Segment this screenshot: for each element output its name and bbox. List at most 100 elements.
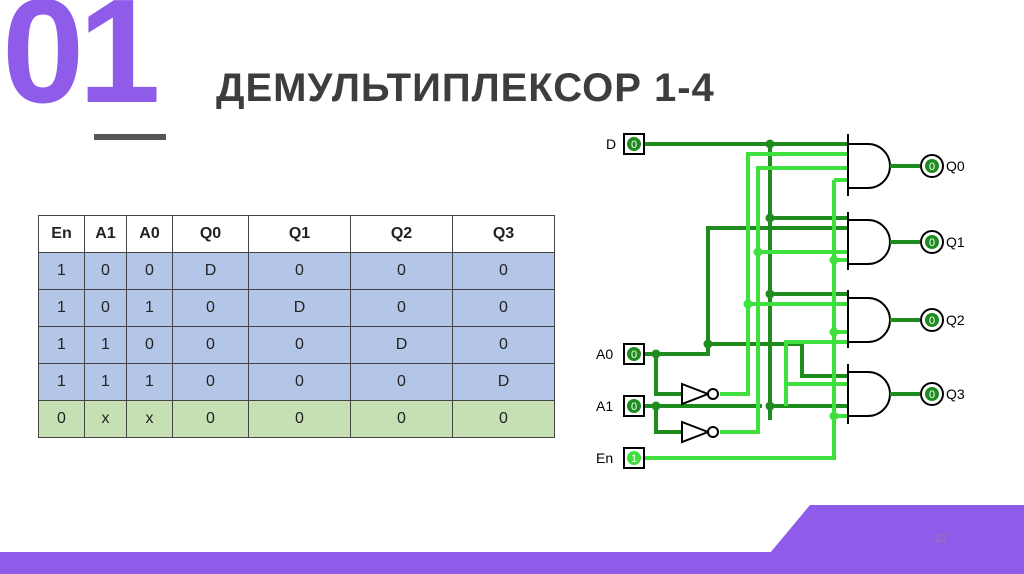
truth-table-cell: D (350, 326, 453, 364)
truth-table-cell: x (84, 400, 127, 438)
junction-dot (743, 299, 753, 309)
junction-dot (829, 255, 839, 265)
truth-table-cell: 1 (38, 289, 85, 327)
output-pin-q3: 0 Q3 (920, 382, 965, 406)
output-q3-label: Q3 (946, 386, 965, 402)
header-q1: Q1 (248, 215, 351, 253)
title-underline-bar (94, 134, 166, 140)
truth-table-header-row: En A1 A0 Q0 Q1 Q2 Q3 (38, 215, 555, 253)
truth-table-cell: 0 (172, 326, 249, 364)
junction-dot (829, 327, 839, 337)
output-q2-value: 0 (929, 315, 935, 327)
truth-table-cell: 1 (84, 326, 127, 364)
and-gate-q0 (847, 143, 891, 189)
output-q1-value: 0 (929, 237, 935, 249)
header-a0: A0 (126, 215, 173, 253)
truth-table-cell: D (172, 252, 249, 290)
and-gate-q3 (847, 371, 891, 417)
truth-table-cell: 1 (84, 363, 127, 401)
truth-table-cell: 0 (84, 252, 127, 290)
output-pin-q0: 0 Q0 (920, 154, 965, 178)
truth-table-cell: 1 (126, 289, 173, 327)
junction-dot (829, 411, 839, 421)
input-d-value: 0 (631, 139, 637, 151)
wire-a0 (642, 226, 848, 356)
header-q0: Q0 (172, 215, 249, 253)
junction-dot (703, 339, 713, 349)
input-pin-a1[interactable]: 0 A1 (596, 395, 645, 417)
truth-table-cell: 0 (248, 363, 351, 401)
wire-a0-to-not (654, 354, 682, 396)
input-a0-label: A0 (596, 346, 613, 362)
demux-circuit-diagram: 0 D 0 A0 0 A1 1 En 0 Q0 (596, 133, 965, 469)
header-q2: Q2 (350, 215, 453, 253)
footer-bar (0, 552, 1024, 574)
truth-table-cell: 0 (172, 363, 249, 401)
truth-table-cell: 0 (172, 289, 249, 327)
truth-table-cell: 0 (452, 400, 555, 438)
slide-number-big: 01 (2, 0, 161, 134)
output-pin-q2: 0 Q2 (920, 308, 965, 332)
input-a1-label: A1 (596, 398, 613, 414)
input-pin-a0[interactable]: 0 A0 (596, 343, 645, 365)
truth-table-cell: 0 (350, 363, 453, 401)
truth-table-cell: 0 (126, 252, 173, 290)
wire-en (642, 260, 836, 460)
wire-not-a1 (720, 166, 848, 434)
page-number: 10 (934, 533, 947, 545)
output-q0-label: Q0 (946, 158, 965, 174)
junction-dot (765, 401, 775, 411)
input-pin-en[interactable]: 1 En (596, 447, 645, 469)
truth-table-cell: D (452, 363, 555, 401)
truth-table-cell: x (126, 400, 173, 438)
truth-table-cell: 0 (452, 289, 555, 327)
truth-table-cell: 0 (248, 326, 351, 364)
truth-table-cell: 1 (38, 252, 85, 290)
not-gate-a1 (681, 420, 711, 444)
input-a1-value: 0 (631, 401, 637, 413)
and-gate-q2 (847, 297, 891, 343)
truth-table-cell: 0 (38, 400, 85, 438)
truth-table-cell: 0 (350, 289, 453, 327)
truth-table-cell: 0 (248, 400, 351, 438)
junction-dot (765, 289, 775, 299)
input-d-label: D (606, 136, 616, 152)
junction-dot (753, 247, 763, 257)
truth-table-cell: 0 (452, 252, 555, 290)
junction-dot (765, 213, 775, 223)
truth-table-cell: 0 (350, 252, 453, 290)
wire-not-a0 (720, 152, 848, 396)
input-a0-value: 0 (631, 349, 637, 361)
not-gate-a0 (681, 382, 711, 406)
not-gate-a1-bubble (707, 426, 719, 438)
junction-dot (765, 139, 775, 149)
wire-a1-to-not (654, 406, 682, 434)
truth-table-cell: 0 (172, 400, 249, 438)
truth-table-cell: 0 (350, 400, 453, 438)
truth-table-cell: 0 (452, 326, 555, 364)
junction-dot (651, 401, 661, 411)
footer-decoration (770, 505, 1024, 553)
truth-table-cell: 0 (84, 289, 127, 327)
truth-table-cell: 0 (248, 252, 351, 290)
input-en-value: 1 (631, 453, 637, 465)
not-gate-a0-bubble (707, 388, 719, 400)
output-q0-value: 0 (929, 161, 935, 173)
truth-table-cell: 1 (126, 363, 173, 401)
header-q3: Q3 (452, 215, 555, 253)
output-q3-value: 0 (929, 389, 935, 401)
truth-table-cell: 1 (38, 363, 85, 401)
wire-a0-to-and3 (708, 342, 848, 378)
output-pin-q1: 0 Q1 (920, 230, 965, 254)
junction-dot (651, 349, 661, 359)
output-q2-label: Q2 (946, 312, 965, 328)
input-pin-d[interactable]: 0 D (606, 133, 645, 155)
slide-title: ДЕМУЛЬТИПЛЕКСОР 1-4 (216, 66, 715, 110)
header-en: En (38, 215, 85, 253)
